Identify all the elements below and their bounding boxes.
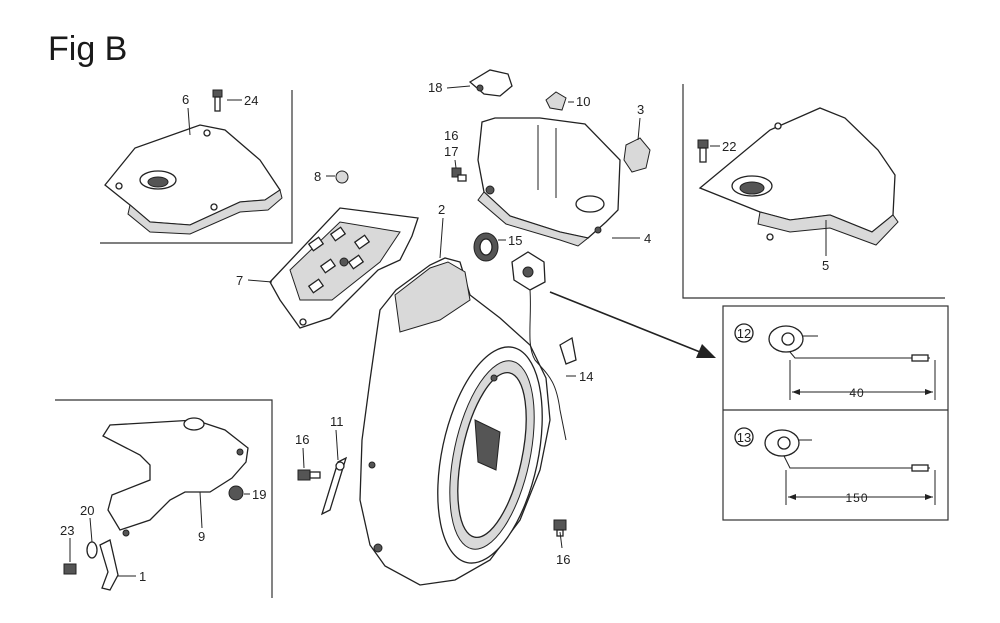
callout-9: 9 <box>198 529 205 544</box>
callout-16-top: 16 <box>444 128 458 143</box>
callout-11: 11 <box>330 414 344 429</box>
switch-part-14 <box>511 251 577 441</box>
variant-13-number: 13 <box>737 430 751 445</box>
callout-16-left: 16 <box>295 432 309 447</box>
callout-4: 4 <box>644 231 651 246</box>
callout-19: 19 <box>252 487 266 502</box>
variant-12-number: 12 <box>737 326 751 341</box>
callout-labels: 6 24 8 7 2 18 10 3 4 15 16 17 14 11 16 1… <box>60 80 829 584</box>
callout-7: 7 <box>236 273 243 288</box>
callout-2: 2 <box>438 202 445 217</box>
bolt-part-17 <box>451 167 467 182</box>
leader-lines <box>69 85 827 577</box>
nut-part-19 <box>228 485 244 501</box>
callout-8: 8 <box>314 169 321 184</box>
frame-bottom-left <box>55 399 273 598</box>
callout-16-bottom: 16 <box>556 552 570 567</box>
callout-24: 24 <box>244 93 258 108</box>
callout-15: 15 <box>508 233 522 248</box>
callout-23: 23 <box>60 523 74 538</box>
fan-cover-part-2 <box>359 257 551 586</box>
callout-10: 10 <box>576 94 590 109</box>
cover-part-6 <box>104 124 283 235</box>
washer-part-20 <box>86 541 98 559</box>
callout-18: 18 <box>428 80 442 95</box>
detail-arrow <box>549 291 716 358</box>
shroud-part-4 <box>477 117 621 247</box>
bolt-part-22 <box>697 139 709 163</box>
nut-part-8 <box>335 170 349 184</box>
frame-detail <box>722 305 949 521</box>
wire-part-1 <box>99 539 119 591</box>
callout-5: 5 <box>822 258 829 273</box>
callout-20: 20 <box>80 503 94 518</box>
figure-title: Fig B <box>48 30 128 68</box>
plate-part-7 <box>269 207 419 329</box>
grommet-part-15 <box>473 232 499 262</box>
bracket-part-3 <box>623 137 651 173</box>
clip-part-18 <box>468 69 513 97</box>
callout-6: 6 <box>182 92 189 107</box>
bolt-part-24 <box>212 89 223 112</box>
plate-part-9 <box>102 417 249 537</box>
frame-top-left <box>100 90 293 244</box>
clip-part-10 <box>545 91 567 111</box>
bolt-part-23 <box>63 563 77 575</box>
detail-variant-13: 13 150 <box>734 427 936 505</box>
variant-12-dimension: 40 <box>849 386 864 400</box>
variant-13-dimension: 150 <box>845 491 868 505</box>
detail-variant-12: 12 40 <box>734 323 936 400</box>
callout-22: 22 <box>722 139 736 154</box>
callout-17: 17 <box>444 144 458 159</box>
callout-14: 14 <box>579 369 593 384</box>
bolt-part-16-left <box>297 469 321 481</box>
cover-part-5 <box>698 107 899 246</box>
callout-1: 1 <box>139 569 146 584</box>
frame-top-right <box>682 84 945 299</box>
callout-3: 3 <box>637 102 644 117</box>
wire-part-11 <box>320 456 348 516</box>
